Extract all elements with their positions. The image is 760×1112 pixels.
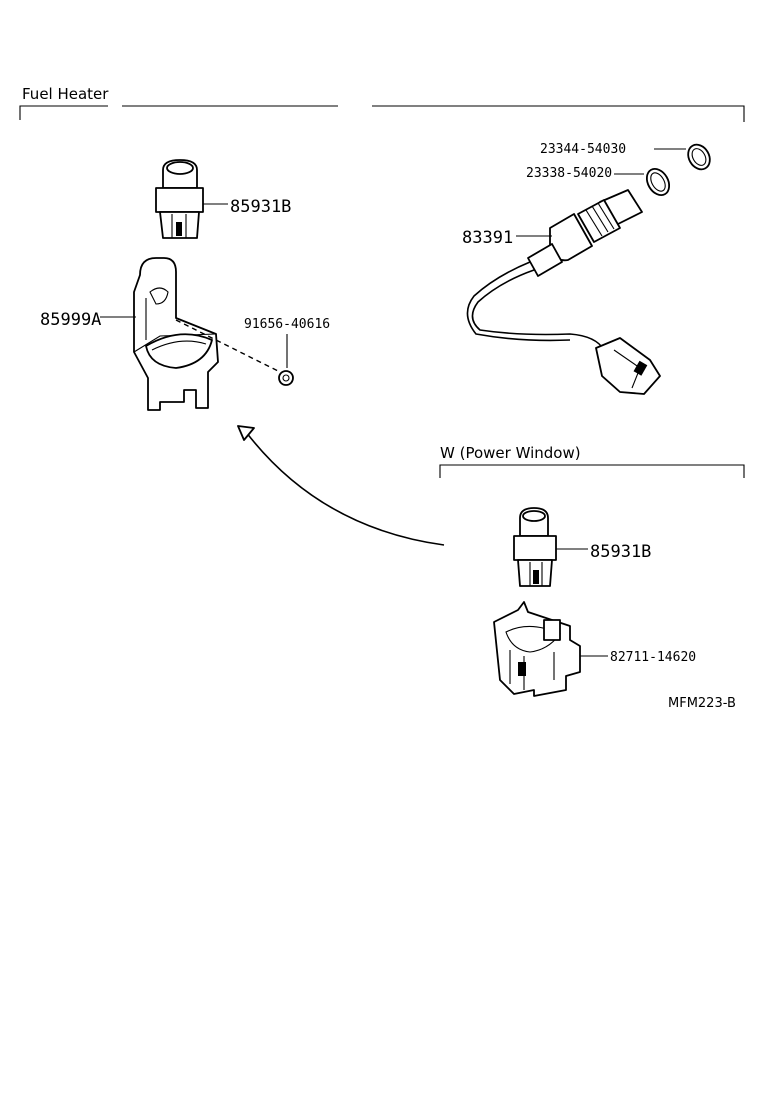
fuel-heater-frame: Fuel Heater (19, 85, 745, 122)
switch-pw-drawing (513, 507, 588, 587)
fuel-heater-title: Fuel Heater (22, 85, 109, 103)
bracket-label: 85999A (40, 310, 101, 330)
reference-arrow (237, 425, 445, 546)
washer-outer-drawing (654, 143, 711, 171)
sensor-drawing (466, 189, 661, 395)
clip-drawing (175, 319, 294, 386)
switch-top-drawing (155, 159, 228, 239)
bracket-drawing (100, 257, 219, 411)
switch-top-label: 85931B (230, 197, 291, 217)
washer-inner-drawing (614, 167, 671, 197)
clip-label: 91656-40616 (244, 317, 330, 332)
power-window-title: W (Power Window) (440, 444, 581, 462)
power-window-frame: W (Power Window) (439, 444, 745, 478)
figure-code: MFM223-B (668, 696, 736, 711)
washer-inner-label: 23338-54020 (526, 166, 612, 181)
holder-label: 82711-14620 (610, 650, 696, 665)
holder-drawing (493, 601, 608, 697)
switch-pw-label: 85931B (590, 542, 651, 562)
sensor-label: 83391 (462, 228, 513, 248)
washer-outer-label: 23344-54030 (540, 142, 626, 157)
